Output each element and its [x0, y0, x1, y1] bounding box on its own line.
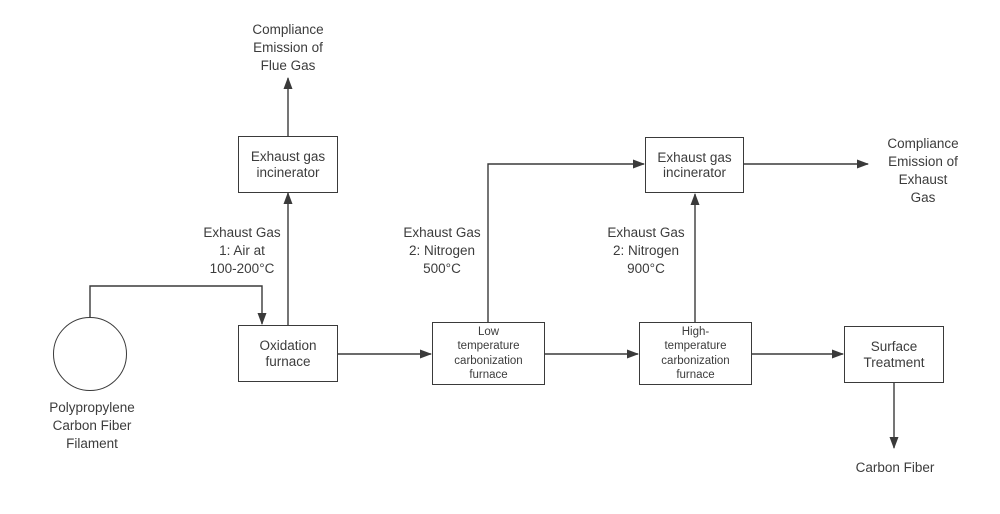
node-filament-source-circle — [53, 317, 127, 391]
label-exhaust-gas-2-nitrogen-900: Exhaust Gas 2: Nitrogen 900°C — [607, 225, 685, 276]
node-exhaust-gas-incinerator-right: Exhaust gas incinerator — [645, 137, 744, 193]
connector-low-temp-to-incinerator-right — [487, 159, 645, 322]
node-label: Exhaust gas incinerator — [250, 149, 326, 180]
label-polypropylene-carbon-fiber-filament: Polypropylene Carbon Fiber Filament — [49, 400, 135, 451]
label-flue-gas-compliance-emission: Compliance Emission of Flue Gas — [252, 22, 324, 73]
node-label: Oxidation furnace — [259, 338, 317, 369]
connector-filament-to-oxidation — [89, 285, 267, 325]
node-oxidation-furnace: Oxidation furnace — [238, 325, 338, 382]
label-exhaust-gas-compliance-emission: Compliance Emission of Exhaust Gas — [887, 136, 959, 205]
label-exhaust-gas-2-nitrogen-500: Exhaust Gas 2: Nitrogen 500°C — [403, 225, 481, 276]
node-low-temperature-carbonization-furnace: Low temperature carbonization furnace — [432, 322, 545, 385]
node-surface-treatment: Surface Treatment — [844, 326, 944, 383]
node-label: Low temperature carbonization furnace — [454, 325, 523, 382]
node-label: Exhaust gas incinerator — [657, 149, 732, 181]
node-label: Surface Treatment — [863, 339, 925, 370]
node-high-temperature-carbonization-furnace: High- temperature carbonization furnace — [639, 322, 752, 385]
node-label: High- temperature carbonization furnace — [661, 325, 730, 382]
node-exhaust-gas-incinerator-left: Exhaust gas incinerator — [238, 136, 338, 193]
label-exhaust-gas-1-air: Exhaust Gas 1: Air at 100-200°C — [203, 225, 281, 276]
label-carbon-fiber-output: Carbon Fiber — [855, 460, 935, 475]
